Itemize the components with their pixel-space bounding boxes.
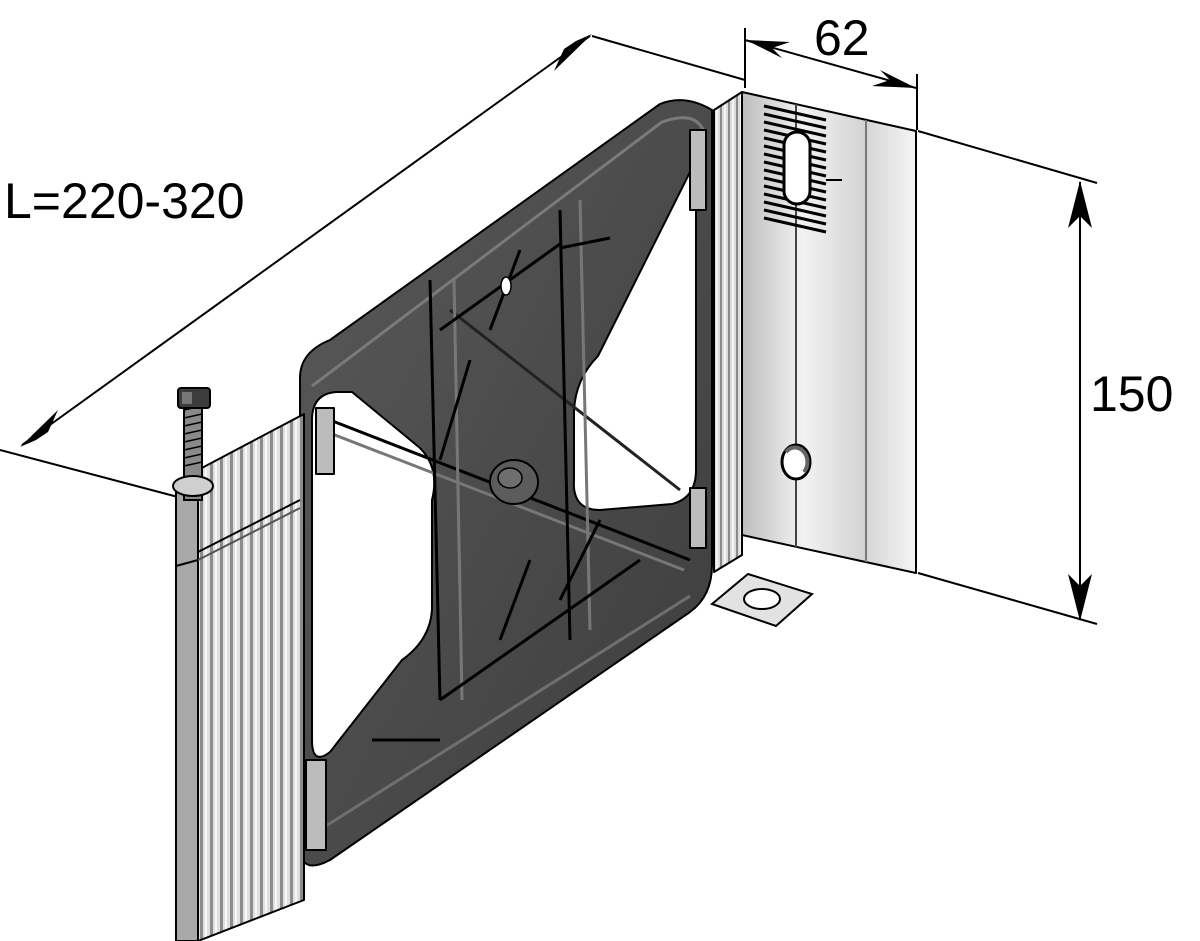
- l-extension-top: [591, 35, 746, 81]
- washer: [709, 572, 814, 628]
- length-dimension-label: L=220-320: [4, 173, 245, 229]
- l-dimension-line: [21, 35, 591, 446]
- height-arrow-bottom: [1068, 574, 1092, 621]
- depth-arrow-left: [746, 40, 790, 58]
- l-arrow-left: [20, 410, 58, 447]
- height-extension-top: [917, 130, 1098, 184]
- bracket-side-face: [713, 91, 743, 573]
- depth-dimension-line: [744, 39, 917, 89]
- depth-dimension-label: 62: [814, 10, 870, 66]
- left-plate-edge: [175, 469, 199, 941]
- metal-angle-bracket: [713, 91, 917, 574]
- left-plate-face: [197, 413, 305, 941]
- bracket-slot: [782, 130, 812, 206]
- plastic-support-frame: [299, 99, 713, 867]
- dimension-arrows: [20, 34, 1092, 621]
- height-extension-bottom: [917, 572, 1098, 625]
- dimension-lines: [0, 28, 1098, 625]
- l-arrow-right: [554, 34, 592, 71]
- height-arrow-top: [1068, 181, 1092, 228]
- bolt: [172, 387, 214, 501]
- left-leg-plate: [175, 413, 305, 941]
- height-dimension-label: 150: [1090, 366, 1173, 422]
- l-extension-left: [0, 449, 179, 498]
- frame-window-left: [311, 391, 436, 758]
- depth-arrow-right: [872, 70, 916, 88]
